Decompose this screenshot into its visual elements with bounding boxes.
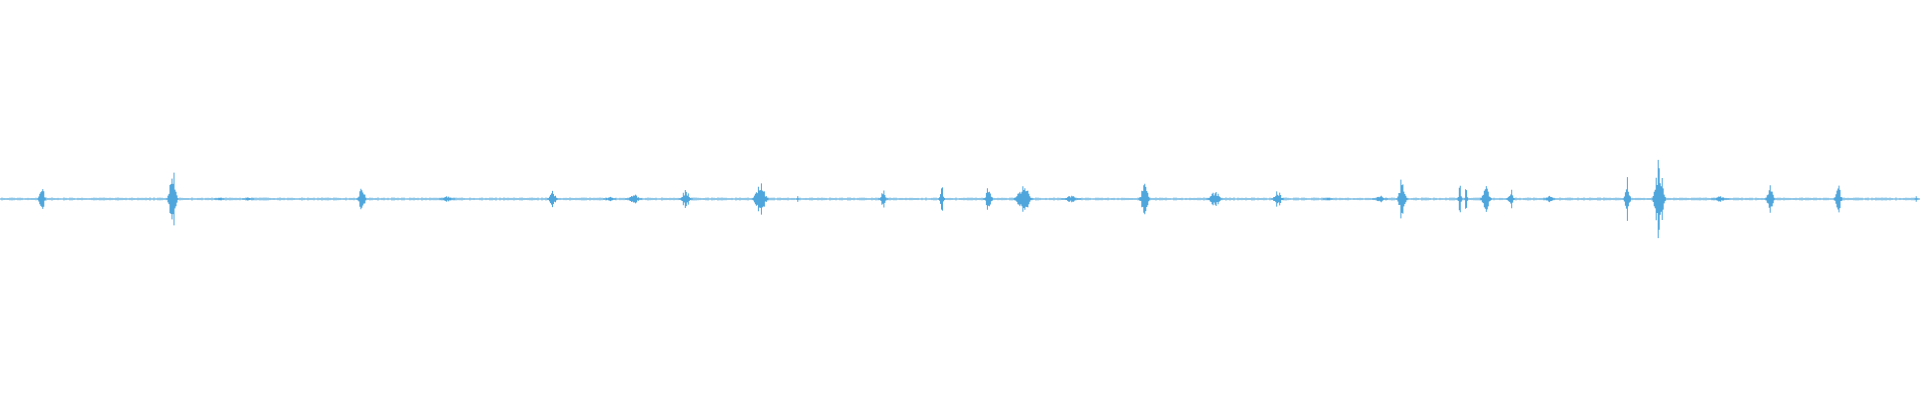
waveform-burst-30 [1711, 196, 1730, 202]
waveform-burst-12 [878, 190, 889, 208]
waveform-burst-7 [603, 196, 617, 202]
waveform-burst-27 [1543, 195, 1556, 203]
waveform-burst-22 [1396, 179, 1408, 219]
waveform-burst-28 [1622, 177, 1631, 221]
waveform-burst-5 [439, 196, 456, 202]
waveform-burst-10 [751, 183, 769, 215]
waveform-burst-23 [1456, 185, 1463, 213]
waveform-burst-9 [678, 190, 693, 208]
waveform-burst-18 [1206, 192, 1223, 206]
waveform-burst-20 [1322, 197, 1333, 201]
waveform-burst-32 [1833, 185, 1843, 213]
waveform-bursts [0, 159, 1919, 239]
waveform-burst-6 [547, 190, 558, 208]
waveform-burst-2 [214, 197, 225, 201]
waveform-burst-19 [1271, 191, 1285, 207]
waveform-burst-14 [982, 188, 993, 210]
waveform-burst-15 [1013, 186, 1034, 212]
waveform-burst-1 [166, 172, 179, 226]
waveform-burst-11 [796, 196, 800, 202]
waveform-burst-4 [356, 188, 367, 210]
waveform-burst-29 [1651, 159, 1666, 239]
waveform-burst-25 [1479, 186, 1492, 212]
waveform-burst-31 [1764, 185, 1775, 213]
waveform-burst-21 [1371, 195, 1388, 203]
waveform-burst-3 [242, 197, 255, 201]
waveform-burst-24 [1464, 189, 1469, 209]
waveform-burst-8 [625, 194, 643, 204]
waveform-burst-0 [37, 189, 47, 209]
waveform-burst-16 [1061, 195, 1082, 203]
waveform-burst-33 [1914, 196, 1918, 202]
waveform-burst-26 [1506, 189, 1516, 209]
waveform-burst-13 [938, 187, 945, 211]
waveform-burst-17 [1138, 183, 1151, 215]
